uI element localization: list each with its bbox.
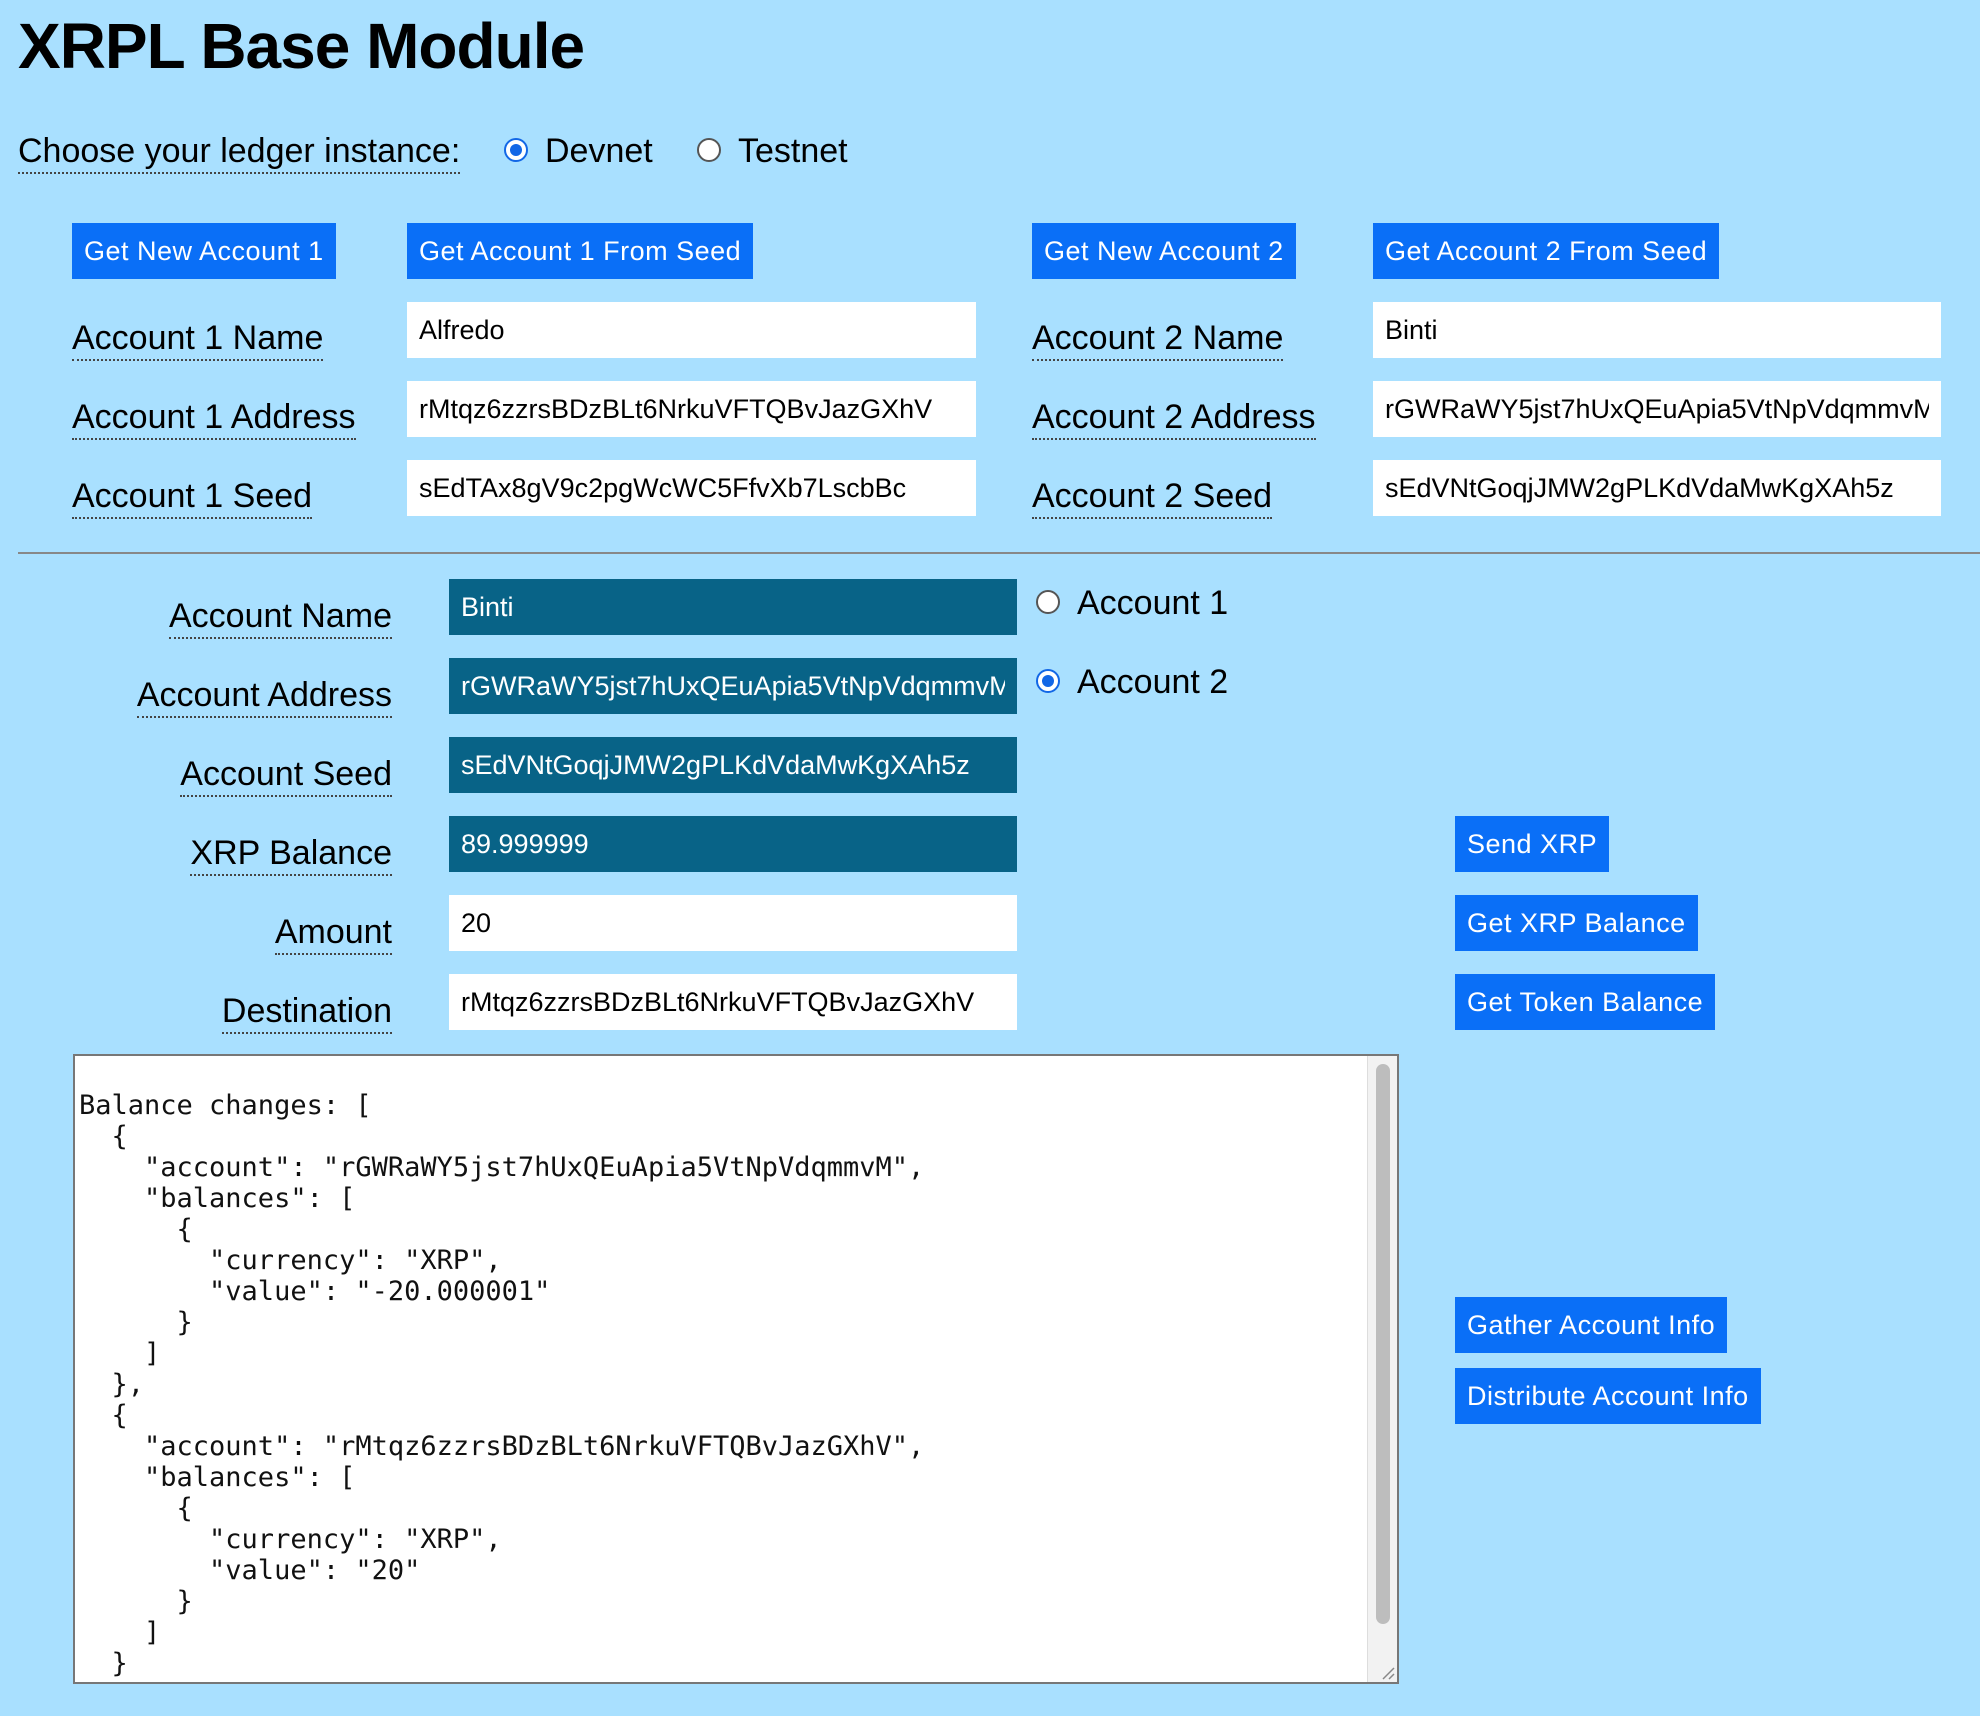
destination-field[interactable] <box>449 974 1017 1030</box>
radio-testnet-label: Testnet <box>738 132 848 170</box>
amount-field[interactable] <box>449 895 1017 951</box>
get-new-account-2-button[interactable]: Get New Account 2 <box>1032 223 1296 279</box>
account-name-label: Account Name <box>169 599 392 639</box>
account-1-name-field[interactable] <box>407 302 976 358</box>
ledger-instance-label: Choose your ledger instance: <box>18 134 461 174</box>
radio-account-2[interactable] <box>1036 669 1060 693</box>
results-textarea[interactable]: Balance changes: [ { "account": "rGWRaWY… <box>73 1054 1399 1684</box>
get-xrp-balance-button[interactable]: Get XRP Balance <box>1455 895 1698 951</box>
distribute-account-info-button[interactable]: Distribute Account Info <box>1455 1368 1761 1424</box>
radio-account-2-label: Account 2 <box>1077 663 1229 701</box>
get-account-2-from-seed-button[interactable]: Get Account 2 From Seed <box>1373 223 1720 279</box>
get-account-1-from-seed-button[interactable]: Get Account 1 From Seed <box>407 223 754 279</box>
radio-account-1[interactable] <box>1036 590 1060 614</box>
account-seed-label: Account Seed <box>180 757 392 797</box>
send-xrp-button[interactable]: Send XRP <box>1455 816 1610 872</box>
account-1-address-field[interactable] <box>407 381 976 437</box>
account-1-seed-field[interactable] <box>407 460 976 516</box>
account-1-seed-label: Account 1 Seed <box>72 479 313 519</box>
results-scrollbar[interactable] <box>1367 1056 1397 1682</box>
radio-testnet[interactable] <box>697 138 721 162</box>
get-new-account-1-button[interactable]: Get New Account 1 <box>72 223 336 279</box>
radio-devnet-label: Devnet <box>545 132 653 170</box>
radio-devnet[interactable] <box>504 138 528 162</box>
destination-label: Destination <box>221 994 392 1034</box>
results-text: Balance changes: [ { "account": "rGWRaWY… <box>79 1090 925 1679</box>
xrp-balance-field[interactable] <box>449 816 1017 872</box>
account-2-seed-label: Account 2 Seed <box>1032 479 1273 519</box>
resize-handle-icon[interactable] <box>1379 1664 1395 1680</box>
account-2-name-field[interactable] <box>1373 302 1941 358</box>
account-seed-field[interactable] <box>449 737 1017 793</box>
amount-label: Amount <box>274 915 392 955</box>
account-2-seed-field[interactable] <box>1373 460 1941 516</box>
get-token-balance-button[interactable]: Get Token Balance <box>1455 974 1716 1030</box>
xrp-balance-label: XRP Balance <box>190 836 392 876</box>
account-name-field[interactable] <box>449 579 1017 635</box>
radio-account-1-label: Account 1 <box>1077 584 1229 622</box>
account-1-address-label: Account 1 Address <box>72 400 356 440</box>
account-2-address-field[interactable] <box>1373 381 1941 437</box>
page-title: XRPL Base Module <box>18 10 585 82</box>
account-address-field[interactable] <box>449 658 1017 714</box>
section-divider <box>18 552 1980 554</box>
account-address-label: Account Address <box>136 678 392 718</box>
gather-account-info-button[interactable]: Gather Account Info <box>1455 1297 1728 1353</box>
account-1-name-label: Account 1 Name <box>72 321 324 361</box>
account-2-address-label: Account 2 Address <box>1032 400 1316 440</box>
scrollbar-thumb[interactable] <box>1376 1064 1390 1624</box>
account-2-name-label: Account 2 Name <box>1032 321 1284 361</box>
